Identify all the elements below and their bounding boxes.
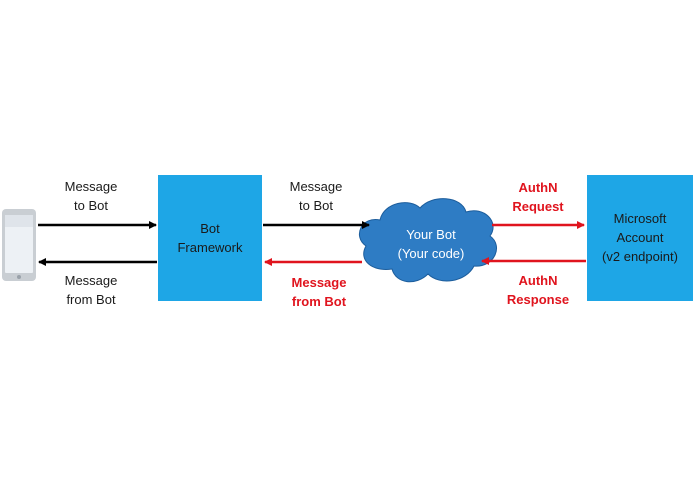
label-phone-to-framework: Message to Bot (56, 177, 126, 215)
label-line: Request (512, 199, 564, 214)
label-framework-to-phone: Message from Bot (56, 271, 126, 309)
label-line: Message (64, 273, 118, 288)
microsoft-account-box (587, 175, 693, 301)
your-bot-cloud (359, 198, 497, 283)
label-line: from Bot (291, 294, 347, 309)
label-line: AuthN (518, 273, 558, 288)
bot-framework-box (158, 175, 262, 301)
label-line: Your Bot (406, 227, 456, 242)
label-line: Bot (200, 221, 220, 236)
label-line: from Bot (66, 292, 116, 307)
phone-icon (2, 209, 36, 281)
label-line: AuthN (518, 180, 558, 195)
your-bot-label: Your Bot (Your code) (376, 225, 486, 263)
microsoft-account-label: Microsoft Account (v2 endpoint) (587, 209, 693, 266)
label-line: (v2 endpoint) (602, 249, 678, 264)
label-framework-to-bot: Message to Bot (281, 177, 351, 215)
label-line: to Bot (74, 198, 108, 213)
label-line: Account (616, 230, 664, 245)
label-line: Response (506, 292, 570, 307)
label-bot-to-account: AuthN Request (500, 178, 576, 216)
label-line: Microsoft (613, 211, 667, 226)
label-bot-to-framework: Message from Bot (276, 273, 362, 311)
label-line: to Bot (299, 198, 333, 213)
label-line: (Your code) (397, 246, 465, 261)
label-line: Message (64, 179, 118, 194)
label-line: Message (289, 179, 343, 194)
bot-framework-label: Bot Framework (158, 219, 262, 257)
label-account-to-bot: AuthN Response (496, 271, 580, 309)
label-line: Framework (177, 240, 243, 255)
label-line: Message (291, 275, 347, 290)
